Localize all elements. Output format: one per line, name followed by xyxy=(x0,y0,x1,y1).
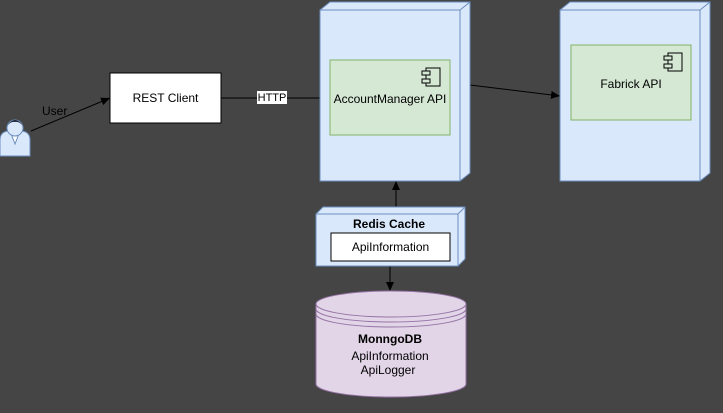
redis-apiinformation-item[interactable]: ApiInformation xyxy=(330,232,451,262)
user-label: User xyxy=(42,104,67,118)
edge-user-to-rest-client[interactable] xyxy=(30,97,111,132)
svg-text:HTTP: HTTP xyxy=(258,92,287,104)
redis-cache-node[interactable]: Redis Cache ApiInformation xyxy=(315,206,466,267)
component-icon xyxy=(663,52,683,72)
redis-item-label: ApiInformation xyxy=(352,240,429,254)
http-edge-label: HTTP xyxy=(257,91,287,104)
fabrick-node[interactable]: Fabrick API xyxy=(559,1,711,182)
fabrick-component[interactable]: Fabrick API xyxy=(570,44,692,121)
fabrick-label: Fabrick API xyxy=(600,77,661,91)
edge-accountmanager-to-fabrick[interactable] xyxy=(469,84,561,99)
user-icon xyxy=(0,119,31,157)
user-actor[interactable]: User xyxy=(0,104,67,157)
rest-client-label: REST Client xyxy=(133,91,199,105)
accountmanager-node[interactable]: AccountManager API xyxy=(319,1,471,182)
accountmanager-label: AccountManager API xyxy=(334,92,447,106)
rest-client-box[interactable]: REST Client xyxy=(109,72,222,124)
mongodb-line-apiinformation: ApiInformation xyxy=(351,349,428,363)
mongodb-title: MonngoDB xyxy=(358,332,422,346)
redis-cache-title: Redis Cache xyxy=(353,217,425,231)
edges xyxy=(30,84,561,291)
mongodb-database[interactable]: MonngoDB ApiInformation ApiLogger xyxy=(315,290,467,398)
accountmanager-component[interactable]: AccountManager API xyxy=(329,59,451,136)
mongodb-line-apilogger: ApiLogger xyxy=(361,363,416,377)
component-icon xyxy=(421,67,441,87)
